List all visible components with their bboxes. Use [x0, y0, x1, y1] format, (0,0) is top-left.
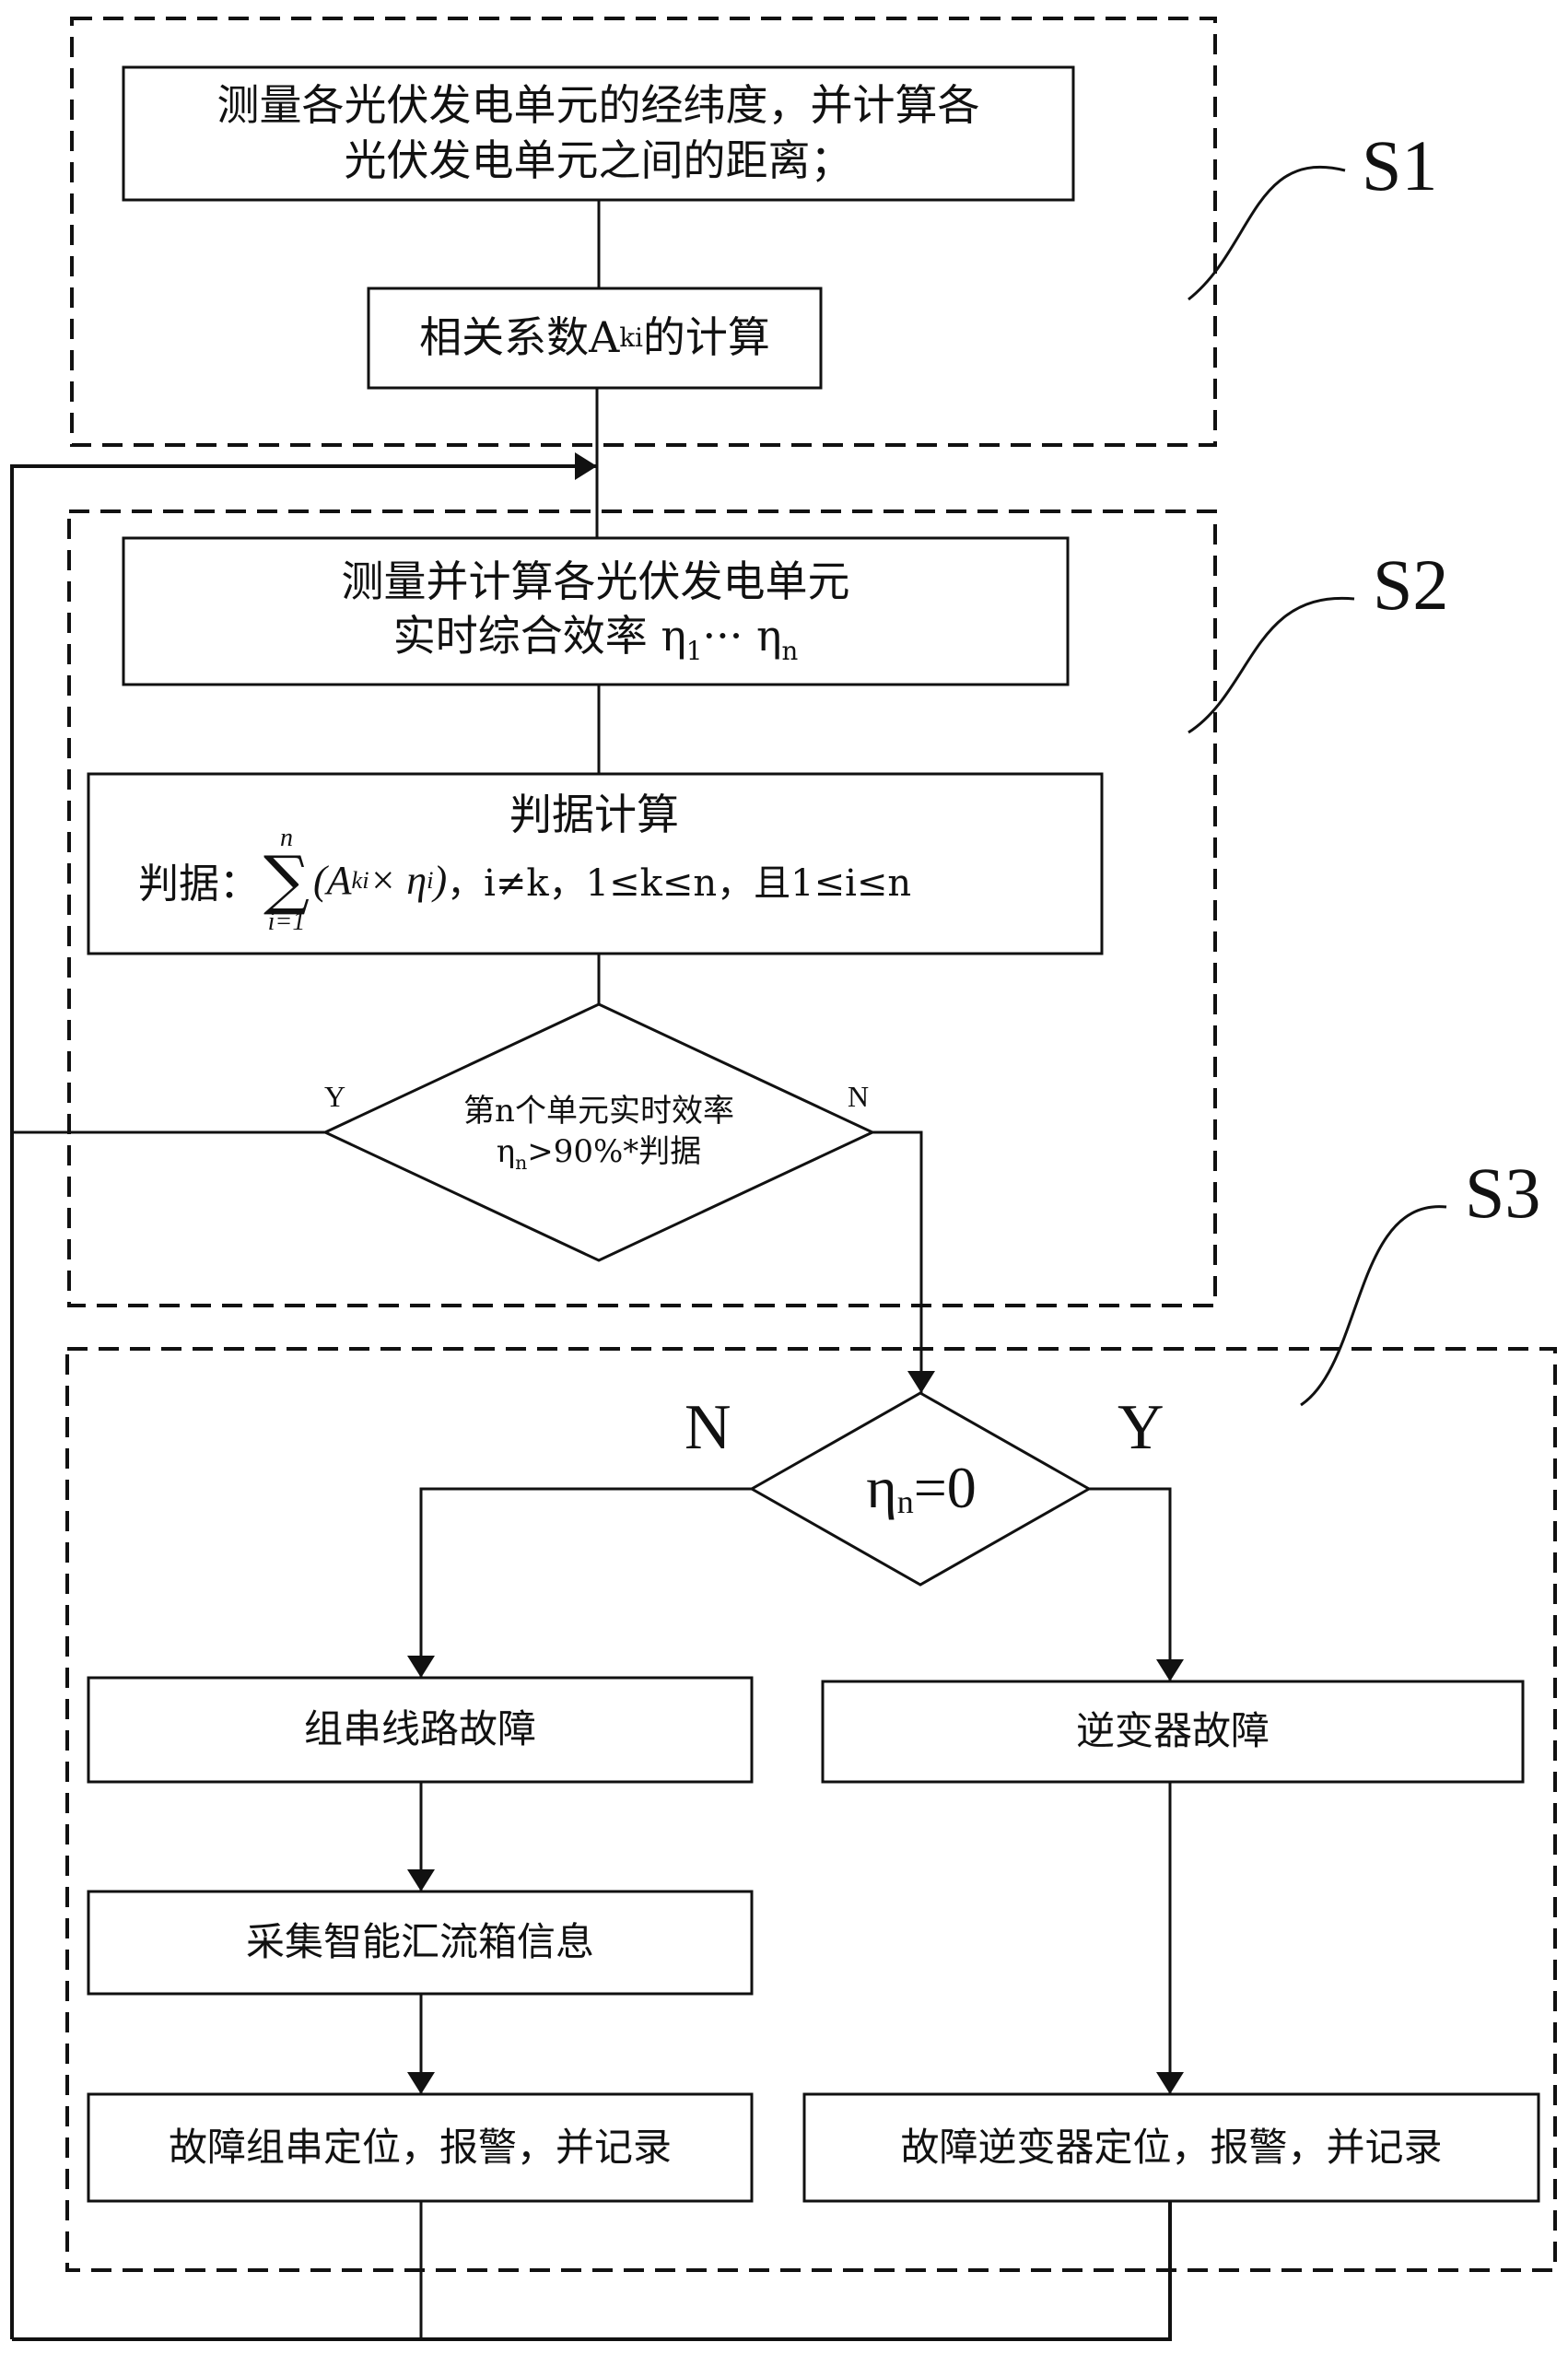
box1-line1: 测量各光伏发电单元的经纬度，并计算各 [216, 80, 980, 131]
box2-suffix: 的计算 [642, 312, 770, 363]
connector-decision-no [872, 1130, 935, 1393]
connector-zero-yes [1089, 1487, 1184, 1681]
decision-efficiency-threshold [322, 1002, 876, 1262]
decision-no-label: N [848, 1080, 870, 1113]
s1-leader-curve [1188, 165, 1346, 301]
box3-sub1: 1 [685, 636, 703, 667]
s3-group-frame [65, 1347, 1557, 2272]
zero-no-label: N [685, 1392, 731, 1463]
decision-yes-label: Y [324, 1080, 346, 1113]
box-criterion-calculation [87, 772, 1104, 955]
formula-close: ) [433, 857, 448, 903]
sigma-icon: ∑ [263, 841, 310, 918]
box-correlation-coefficient [367, 287, 823, 390]
collect-combiner-label: 采集智能汇流箱信息 [245, 1919, 594, 1965]
box-measure-efficiency [122, 536, 1070, 686]
s3-leader-curve [1300, 1205, 1447, 1407]
step-label-s3: S3 [1465, 1153, 1541, 1233]
box3-line1: 测量并计算各光伏发电单元 [341, 556, 850, 606]
formula-eta-sub: i [427, 865, 434, 894]
inverter-locate-alarm-label: 故障逆变器定位，报警，并记录 [900, 2124, 1443, 2170]
decision-line2-suffix: >90%*判据 [527, 1133, 702, 1171]
formula-term-sub: ki [351, 865, 369, 894]
box3-mid: ··· η [702, 611, 782, 662]
string-line-fault-label: 组串线路故障 [303, 1706, 536, 1752]
box-measure-coordinates [122, 65, 1075, 202]
box-measure-efficiency-text: 测量并计算各光伏发电单元 实时综合效率 η1··· ηn [123, 538, 1068, 685]
s2-group-frame [67, 509, 1217, 1307]
connector-zero-no [407, 1487, 752, 1678]
sum-lower: i=1 [267, 907, 306, 936]
decision-line1: 第n个单元实时效率 [463, 1093, 734, 1130]
box-measure-coordinates-text: 测量各光伏发电单元的经纬度，并计算各 光伏发电单元之间的距离； [123, 67, 1073, 200]
decision-zero-sub: n [896, 1482, 914, 1520]
decision-efficiency-zero [748, 1391, 1093, 1587]
sum-upper: n [279, 823, 293, 852]
decision-zero-suffix: =0 [913, 1455, 977, 1521]
formula-times: × η [369, 857, 427, 903]
box1-line2: 光伏发电单元之间的距离； [344, 135, 853, 185]
box-collect-combiner-info [87, 1890, 754, 1996]
step-label-s2: S2 [1373, 545, 1449, 625]
decision-threshold-text: 第n个单元实时效率 ηn>90%*判据 [396, 1078, 802, 1189]
connector-bottom-return-right [12, 2201, 1172, 2341]
s2-leader-curve [1188, 596, 1355, 734]
formula-conditions: ，i≠k，1≤k≤n，且1≤i≤n [447, 862, 912, 905]
box2-sub: ki [619, 322, 643, 354]
step-label-s1: S1 [1362, 125, 1438, 205]
inverter-fault-label: 逆变器故障 [1075, 1708, 1270, 1754]
decision-line2-sub: n [515, 1152, 528, 1175]
formula-term: (A [312, 857, 352, 903]
box2-prefix: 相关系数A [419, 312, 620, 363]
sum-operator: n ∑ i=1 [263, 823, 310, 936]
decision-line2-prefix: η [496, 1133, 516, 1171]
decision-zero-prefix: η [866, 1455, 897, 1521]
box-inverter-fault [821, 1680, 1525, 1784]
s1-group-frame [70, 17, 1217, 447]
box-string-line-fault [87, 1676, 754, 1784]
feedback-loop-line [10, 452, 597, 2339]
decision-line2: ηn>90%*判据 [497, 1131, 702, 1175]
box3-line2: 实时综合效率 η1··· ηn [393, 609, 799, 668]
box4-title: 判据计算 [509, 790, 679, 840]
box3-subn: n [781, 636, 799, 667]
box3-line2-prefix: 实时综合效率 η [392, 611, 686, 662]
zero-yes-label: Y [1117, 1392, 1164, 1463]
formula-label: 判据： [138, 861, 260, 908]
string-locate-alarm-label: 故障组串定位，报警，并记录 [168, 2124, 672, 2170]
